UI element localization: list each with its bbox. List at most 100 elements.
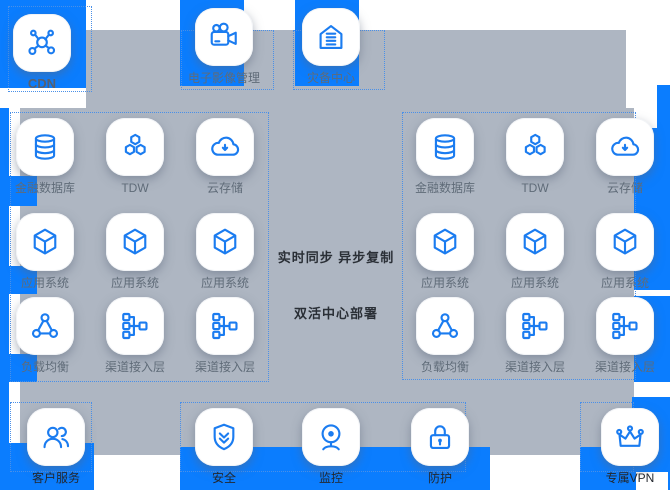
warehouse-icon [315, 21, 347, 53]
crown-icon [614, 421, 646, 453]
node-label: 防护 [427, 471, 452, 485]
customer-service-card [27, 408, 85, 466]
channel-card [596, 297, 654, 355]
node-right-channel-1: 渠道接入层 [490, 297, 580, 373]
node-monitoring: 监控 [286, 408, 376, 484]
node-right-cloud-storage: 云存储 [580, 118, 670, 194]
hexagons-icon [519, 131, 551, 163]
cube-icon [429, 226, 461, 258]
load-balancer-icon [29, 310, 61, 342]
cube-icon [519, 226, 551, 258]
flow-tree-icon [519, 310, 551, 342]
app-card [506, 213, 564, 271]
node-cdn: CDN [0, 14, 87, 90]
protection-card [411, 408, 469, 466]
white-notch-bottom-right [636, 472, 668, 490]
node-label: 应用系统 [510, 276, 559, 290]
node-left-app-3: 应用系统 [180, 213, 270, 289]
node-label: 渠道接入层 [104, 360, 165, 374]
node-label: 渠道接入层 [504, 360, 565, 374]
database-icon [29, 131, 61, 163]
node-label: 应用系统 [110, 276, 159, 290]
node-security: 安全 [179, 408, 269, 484]
node-imaging: 电子影像管理 [179, 8, 269, 84]
load-balancer-card [416, 297, 474, 355]
node-right-load-balancer: 负载均衡 [400, 297, 490, 373]
node-label: 应用系统 [20, 276, 69, 290]
channel-card [196, 297, 254, 355]
node-label: CDN [27, 76, 57, 91]
blue-decor-left-tab-3 [0, 354, 37, 382]
security-card [195, 408, 253, 466]
node-label: 云存储 [606, 181, 643, 195]
app-card [16, 213, 74, 271]
node-label: TDW [521, 181, 549, 195]
flow-tree-icon [209, 310, 241, 342]
node-label: 渠道接入层 [194, 360, 255, 374]
cube-icon [609, 226, 641, 258]
node-label: 云存储 [206, 181, 243, 195]
shield-icon [208, 421, 240, 453]
node-label: 金融数据库 [14, 181, 75, 195]
disaster-recovery-card [302, 8, 360, 66]
node-left-tdw: TDW [90, 118, 180, 194]
blue-decor-right-bar [657, 85, 670, 128]
sync-annotation: 实时同步 异步复制 [277, 250, 395, 265]
cdn-network-icon [26, 27, 58, 59]
cloud-download-icon [209, 131, 241, 163]
node-label: 客户服务 [31, 471, 80, 485]
node-left-channel-2: 渠道接入层 [180, 297, 270, 373]
node-right-app-3: 应用系统 [580, 213, 670, 289]
cloud-storage-card [596, 118, 654, 176]
vpn-card [601, 408, 659, 466]
node-right-tdw: TDW [490, 118, 580, 194]
node-right-app-2: 应用系统 [490, 213, 580, 289]
tdw-card [506, 118, 564, 176]
cloud-storage-card [196, 118, 254, 176]
node-left-database: 金融数据库 [0, 118, 90, 194]
database-icon [429, 131, 461, 163]
node-label: 应用系统 [600, 276, 649, 290]
cube-icon [119, 226, 151, 258]
video-camera-icon [208, 21, 240, 53]
app-card [106, 213, 164, 271]
node-label: TDW [121, 181, 149, 195]
imaging-card [195, 8, 253, 66]
deployment-annotation: 双活中心部署 [293, 306, 378, 321]
cloud-download-icon [609, 131, 641, 163]
node-label: 安全 [211, 471, 236, 485]
blue-decor-left-bar [0, 108, 9, 490]
dashed-zone-cdn [8, 6, 92, 92]
app-card [196, 213, 254, 271]
flow-tree-icon [609, 310, 641, 342]
flow-tree-icon [119, 310, 151, 342]
node-label: 负载均衡 [420, 360, 469, 374]
node-left-app-1: 应用系统 [0, 213, 90, 289]
node-vpn: 专属VPN [585, 408, 670, 484]
load-balancer-card [16, 297, 74, 355]
database-card [16, 118, 74, 176]
dashed-zone-bottom-left [10, 402, 92, 472]
channel-card [506, 297, 564, 355]
cdn-card [13, 14, 71, 72]
node-right-channel-2: 渠道接入层 [580, 297, 670, 373]
node-right-app-1: 应用系统 [400, 213, 490, 289]
node-label: 负载均衡 [20, 360, 69, 374]
node-label: 灾备中心 [306, 71, 355, 85]
node-label: 专属VPN [605, 471, 655, 485]
dashed-zone-left-datacenter [10, 112, 269, 382]
lock-icon [424, 421, 456, 453]
node-left-cloud-storage: 云存储 [180, 118, 270, 194]
node-left-load-balancer: 负载均衡 [0, 297, 90, 373]
node-left-channel-1: 渠道接入层 [90, 297, 180, 373]
node-disaster-recovery: 灾备中心 [286, 8, 376, 84]
people-icon [40, 421, 72, 453]
cube-icon [29, 226, 61, 258]
channel-card [106, 297, 164, 355]
node-label: 电子影像管理 [187, 71, 260, 85]
node-right-database: 金融数据库 [400, 118, 490, 194]
app-card [596, 213, 654, 271]
database-card [416, 118, 474, 176]
load-balancer-icon [429, 310, 461, 342]
